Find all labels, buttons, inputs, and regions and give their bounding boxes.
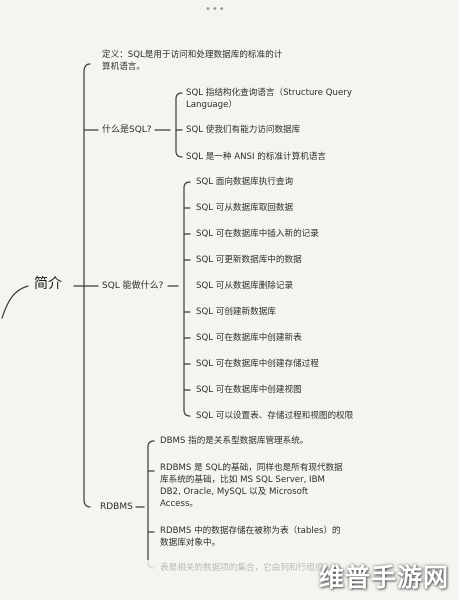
branch-what-is-sql[interactable]: 什么是SQL? [102,125,152,135]
cando-child-6[interactable]: SQL 可创建新数据库 [196,307,276,317]
definition-node[interactable]: 定义：SQL是用于访问和处理数据库的标准的计 算机语言。 [102,50,283,72]
branch-what-can-sql-do[interactable]: SQL 能做什么? [102,281,164,291]
rdbms-child-1[interactable]: DBMS 指的是关系型数据库管理系统。 [160,436,309,446]
rdbms-spine-faded [147,560,155,569]
rdbms-spine [147,440,155,561]
branch-rdbms[interactable]: RDBMS [100,502,133,512]
watermark: 维普手游网 [318,563,449,592]
what-child-2[interactable]: SQL 使我们有能力访问数据库 [186,125,301,135]
rdbms-ticks [147,470,155,533]
rdbms-child-2[interactable]: RDBMS 是 SQL的基础，同样也是所有现代数据 库系统的基础，比如 MS S… [160,463,343,509]
what-child-3[interactable]: SQL 是一种 ANSI 的标准计算机语言 [186,152,327,162]
rdbms-child-4[interactable]: 表是相关的数据项的集合，它由列和行组成。 [160,563,332,573]
cando-child-7[interactable]: SQL 可在数据库中创建新表 [196,333,302,343]
cando-child-5[interactable]: SQL 可从数据库删除记录 [196,281,294,291]
root-node-label[interactable]: 简介 [34,276,62,292]
cando-child-10[interactable]: SQL 可以设置表、存储过程和视图的权限 [196,411,354,421]
more-menu-dots[interactable]: ••• [205,4,226,15]
cando-child-8[interactable]: SQL 可在数据库中创建存储过程 [196,359,319,369]
cando-child-9[interactable]: SQL 可在数据库中创建视图 [196,385,302,395]
cando-child-2[interactable]: SQL 可从数据库取回数据 [196,203,294,213]
cando-spine [183,181,191,417]
cando-child-1[interactable]: SQL 面向数据库执行查询 [196,177,294,187]
what-child-1[interactable]: SQL 指结构化查询语言（Structure Query Language） [186,88,352,110]
cando-ticks [183,207,191,391]
cando-child-4[interactable]: SQL 可更新数据库中的数据 [196,255,302,265]
cando-child-3[interactable]: SQL 可在数据库中插入新的记录 [196,229,319,239]
rdbms-child-3[interactable]: RDBMS 中的数据存储在被称为表（tables）的 数据库对象中。 [160,526,341,548]
what-spine [175,92,183,158]
root-incoming-line [1,285,29,319]
